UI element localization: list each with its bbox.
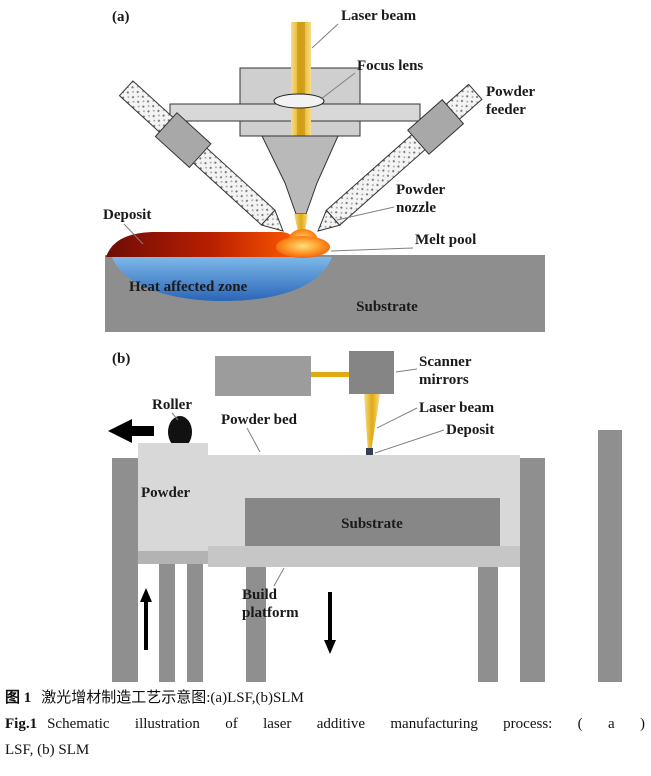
caption-en-tag: Fig.1 — [5, 716, 38, 732]
powder-nozzle-left — [118, 80, 284, 232]
figure-canvas: (a) — [103, 8, 622, 682]
scanner-mirrors-box — [349, 351, 394, 394]
leader-focus-lens — [320, 72, 356, 100]
platform-support — [246, 567, 266, 682]
label-deposit-b: Deposit — [446, 422, 494, 438]
laser-beam-b — [364, 394, 380, 452]
panel-b-tag: (b) — [112, 351, 130, 367]
label-build-platform-2: platform — [242, 605, 299, 621]
leader-deposit-b — [374, 429, 445, 454]
build-platform-slab — [208, 546, 520, 567]
deposition-head-cone — [261, 135, 339, 215]
nozzle-collar — [407, 99, 465, 155]
melt-pool-shape — [276, 236, 330, 258]
nozzle-tip — [317, 209, 341, 232]
label-substrate-a: Substrate — [356, 299, 418, 315]
label-scanner-1: Scanner — [419, 354, 472, 370]
powder-bed-side — [208, 500, 245, 546]
label-powder-bed: Powder bed — [221, 412, 298, 428]
supply-piston-stem — [187, 564, 203, 682]
label-focus-lens: Focus lens — [357, 58, 423, 74]
caption-zh-text: 激光增材制造工艺示意图:(a)LSF,(b)SLM — [41, 690, 304, 706]
roller-ellipse — [168, 416, 192, 448]
leader-powder-bed — [246, 427, 261, 453]
powder-bed-side — [500, 500, 520, 546]
down-arrow-head — [324, 640, 336, 654]
leader-deposit-a — [123, 223, 144, 245]
label-laser-beam-b: Laser beam — [419, 400, 495, 416]
supply-piston-stem — [159, 564, 175, 682]
leader-melt-pool — [330, 247, 414, 252]
label-deposit-a: Deposit — [103, 207, 151, 223]
panel-a: (a) — [103, 8, 545, 332]
panel-b: (b) — [108, 351, 622, 682]
label-laser-beam-a: Laser beam — [341, 8, 417, 24]
supply-piston-slab — [138, 551, 208, 564]
caption-en-text: Schematic illustration of laser additive… — [47, 716, 645, 732]
panel-a-tag: (a) — [112, 9, 130, 25]
platform-support — [478, 567, 498, 682]
nozzle-collar — [154, 112, 212, 169]
caption-en-line2: LSF, (b) SLM — [5, 742, 90, 758]
figure-caption: 图 1 激光增材制造工艺示意图:(a)LSF,(b)SLM Fig.1 Schema… — [0, 682, 651, 761]
caption-en-line1: Fig.1 Schematic illustration of laser add… — [5, 714, 645, 735]
leader-scanner-mirrors — [395, 368, 418, 373]
label-build-platform-1: Build — [242, 587, 278, 603]
label-powder-feeder-2: feeder — [486, 102, 526, 118]
substrate-b-block — [245, 498, 500, 546]
overflow-wall — [598, 430, 622, 682]
label-powder: Powder — [141, 485, 190, 501]
powder-bed-layer — [208, 455, 520, 500]
laser-source-box — [215, 356, 311, 396]
caption-zh: 图 1 激光增材制造工艺示意图:(a)LSF,(b)SLM — [5, 688, 645, 709]
label-powder-nozzle-1: Powder — [396, 182, 445, 198]
up-arrow-head — [140, 588, 152, 602]
right-wall — [520, 458, 545, 682]
roller-direction-arrow — [108, 419, 154, 443]
label-powder-nozzle-2: nozzle — [396, 200, 436, 216]
leader-laser-beam-a — [311, 23, 339, 49]
deposit-a-shape — [106, 232, 298, 257]
label-scanner-2: mirrors — [419, 372, 469, 388]
powder-nozzle-right — [317, 83, 483, 232]
leader-roller — [171, 412, 179, 421]
left-wall — [112, 458, 138, 682]
label-roller: Roller — [152, 397, 192, 413]
leader-powder-nozzle — [336, 206, 395, 221]
label-powder-feeder-1: Powder — [486, 84, 535, 100]
beam-delivery-line — [311, 372, 349, 377]
heat-affected-zone-shape — [112, 257, 332, 302]
leader-laser-beam-b — [376, 407, 418, 429]
label-melt-pool: Melt pool — [415, 232, 476, 248]
label-heat-affected-zone: Heat affected zone — [129, 279, 248, 295]
caption-zh-tag: 图 1 — [5, 690, 32, 706]
focus-lens — [273, 93, 325, 109]
laser-beam-core — [297, 22, 305, 137]
nozzle-tip — [260, 209, 284, 232]
label-substrate-b: Substrate — [341, 516, 403, 532]
leader-build-platform — [273, 567, 285, 587]
powder-supply — [138, 443, 208, 551]
